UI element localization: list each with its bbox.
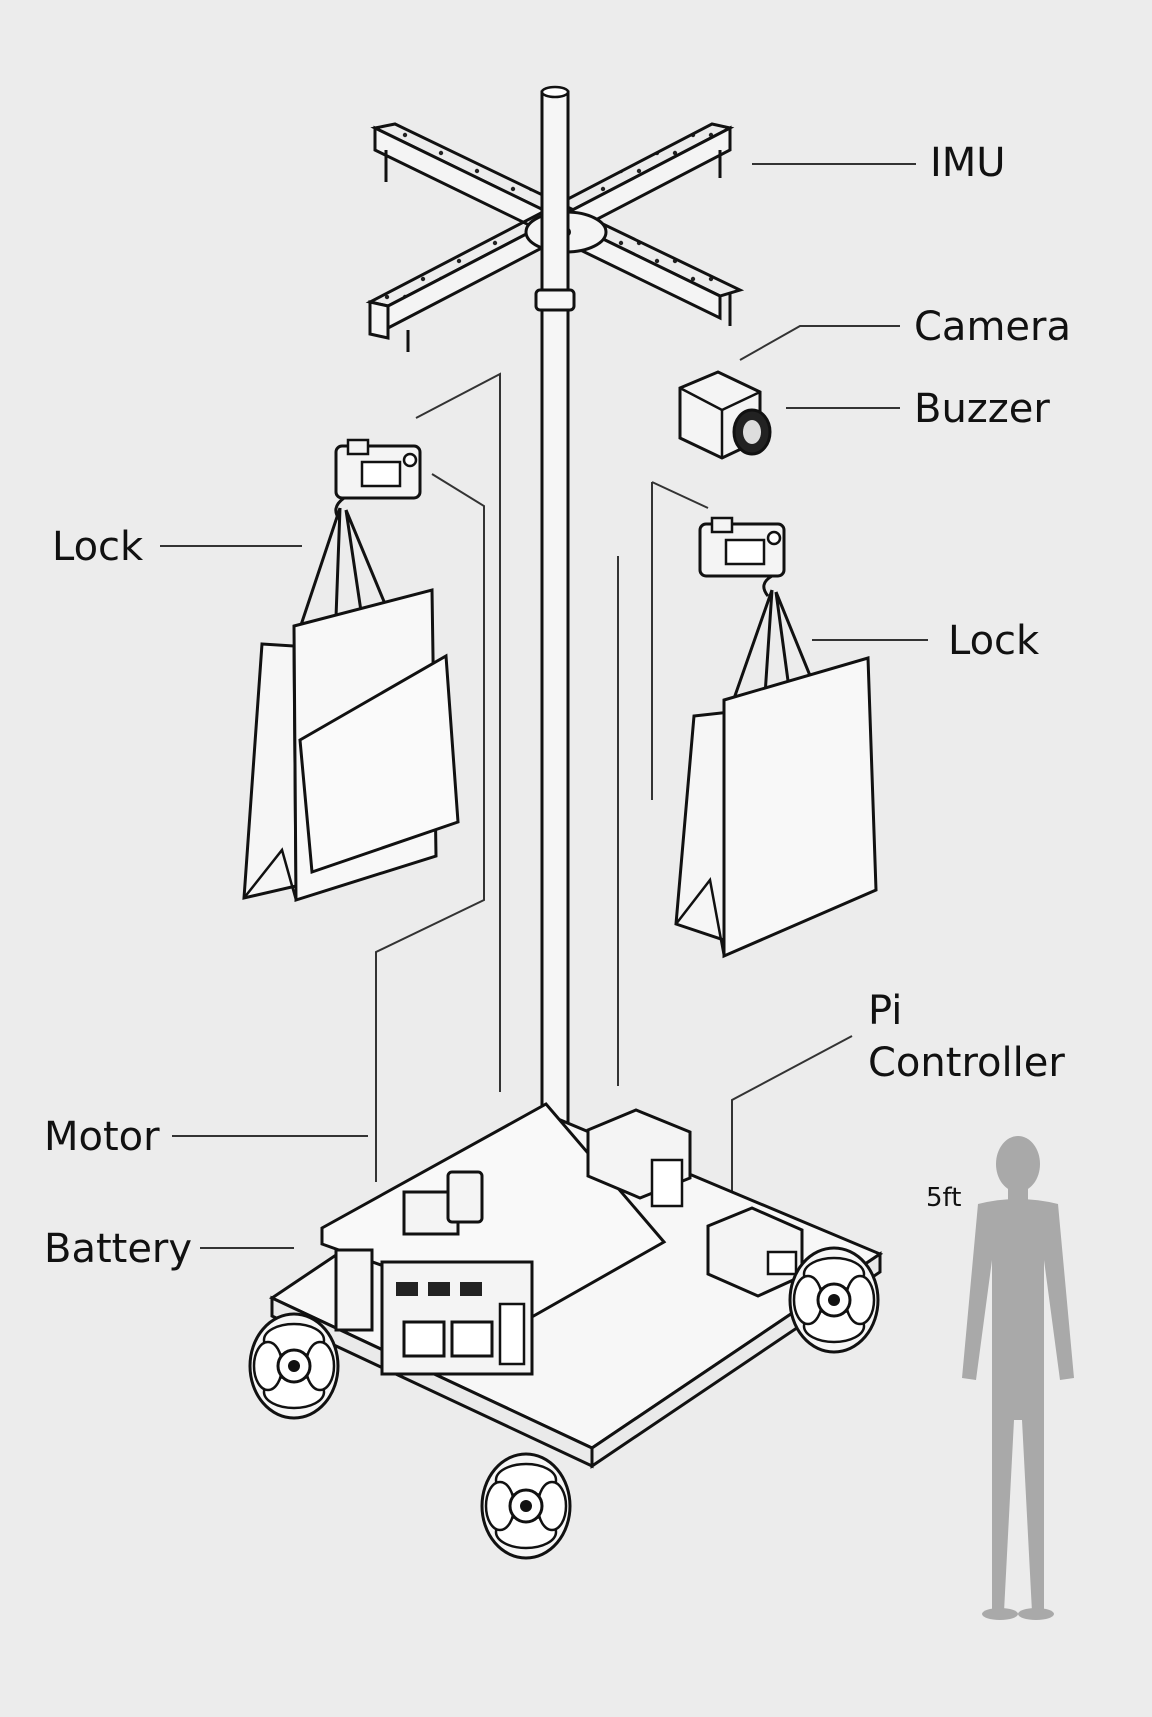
- wheel-rear: [480, 1452, 572, 1560]
- electronics-stack: [334, 1170, 534, 1376]
- scale-height-label: 5ft: [926, 1183, 962, 1213]
- label-battery: Battery: [44, 1226, 193, 1272]
- wheel-front-left: [248, 1312, 340, 1420]
- leader-lines: [160, 163, 928, 1249]
- motor-unit: [586, 1108, 692, 1208]
- buzzer-module: [678, 370, 772, 460]
- label-pi-controller-line2: Controller: [868, 1040, 1065, 1086]
- label-motor: Motor: [44, 1114, 160, 1160]
- left-shopping-bag: [242, 507, 460, 903]
- label-camera: Camera: [914, 304, 1071, 350]
- label-lock-left: Lock: [52, 524, 144, 570]
- label-buzzer: Buzzer: [914, 386, 1050, 432]
- center-pole: [534, 85, 576, 1181]
- pi-controller-box: [706, 1206, 804, 1298]
- left-lock-device: [334, 438, 422, 521]
- label-pi-controller-line1: Pi: [868, 988, 903, 1034]
- label-lock-right: Lock: [948, 618, 1040, 664]
- right-lock-device: [698, 516, 786, 597]
- wheel-front-right: [788, 1246, 880, 1354]
- right-shopping-bag: [674, 589, 878, 959]
- label-imu: IMU: [930, 140, 1006, 186]
- human-scale-silhouette: [962, 1136, 1074, 1620]
